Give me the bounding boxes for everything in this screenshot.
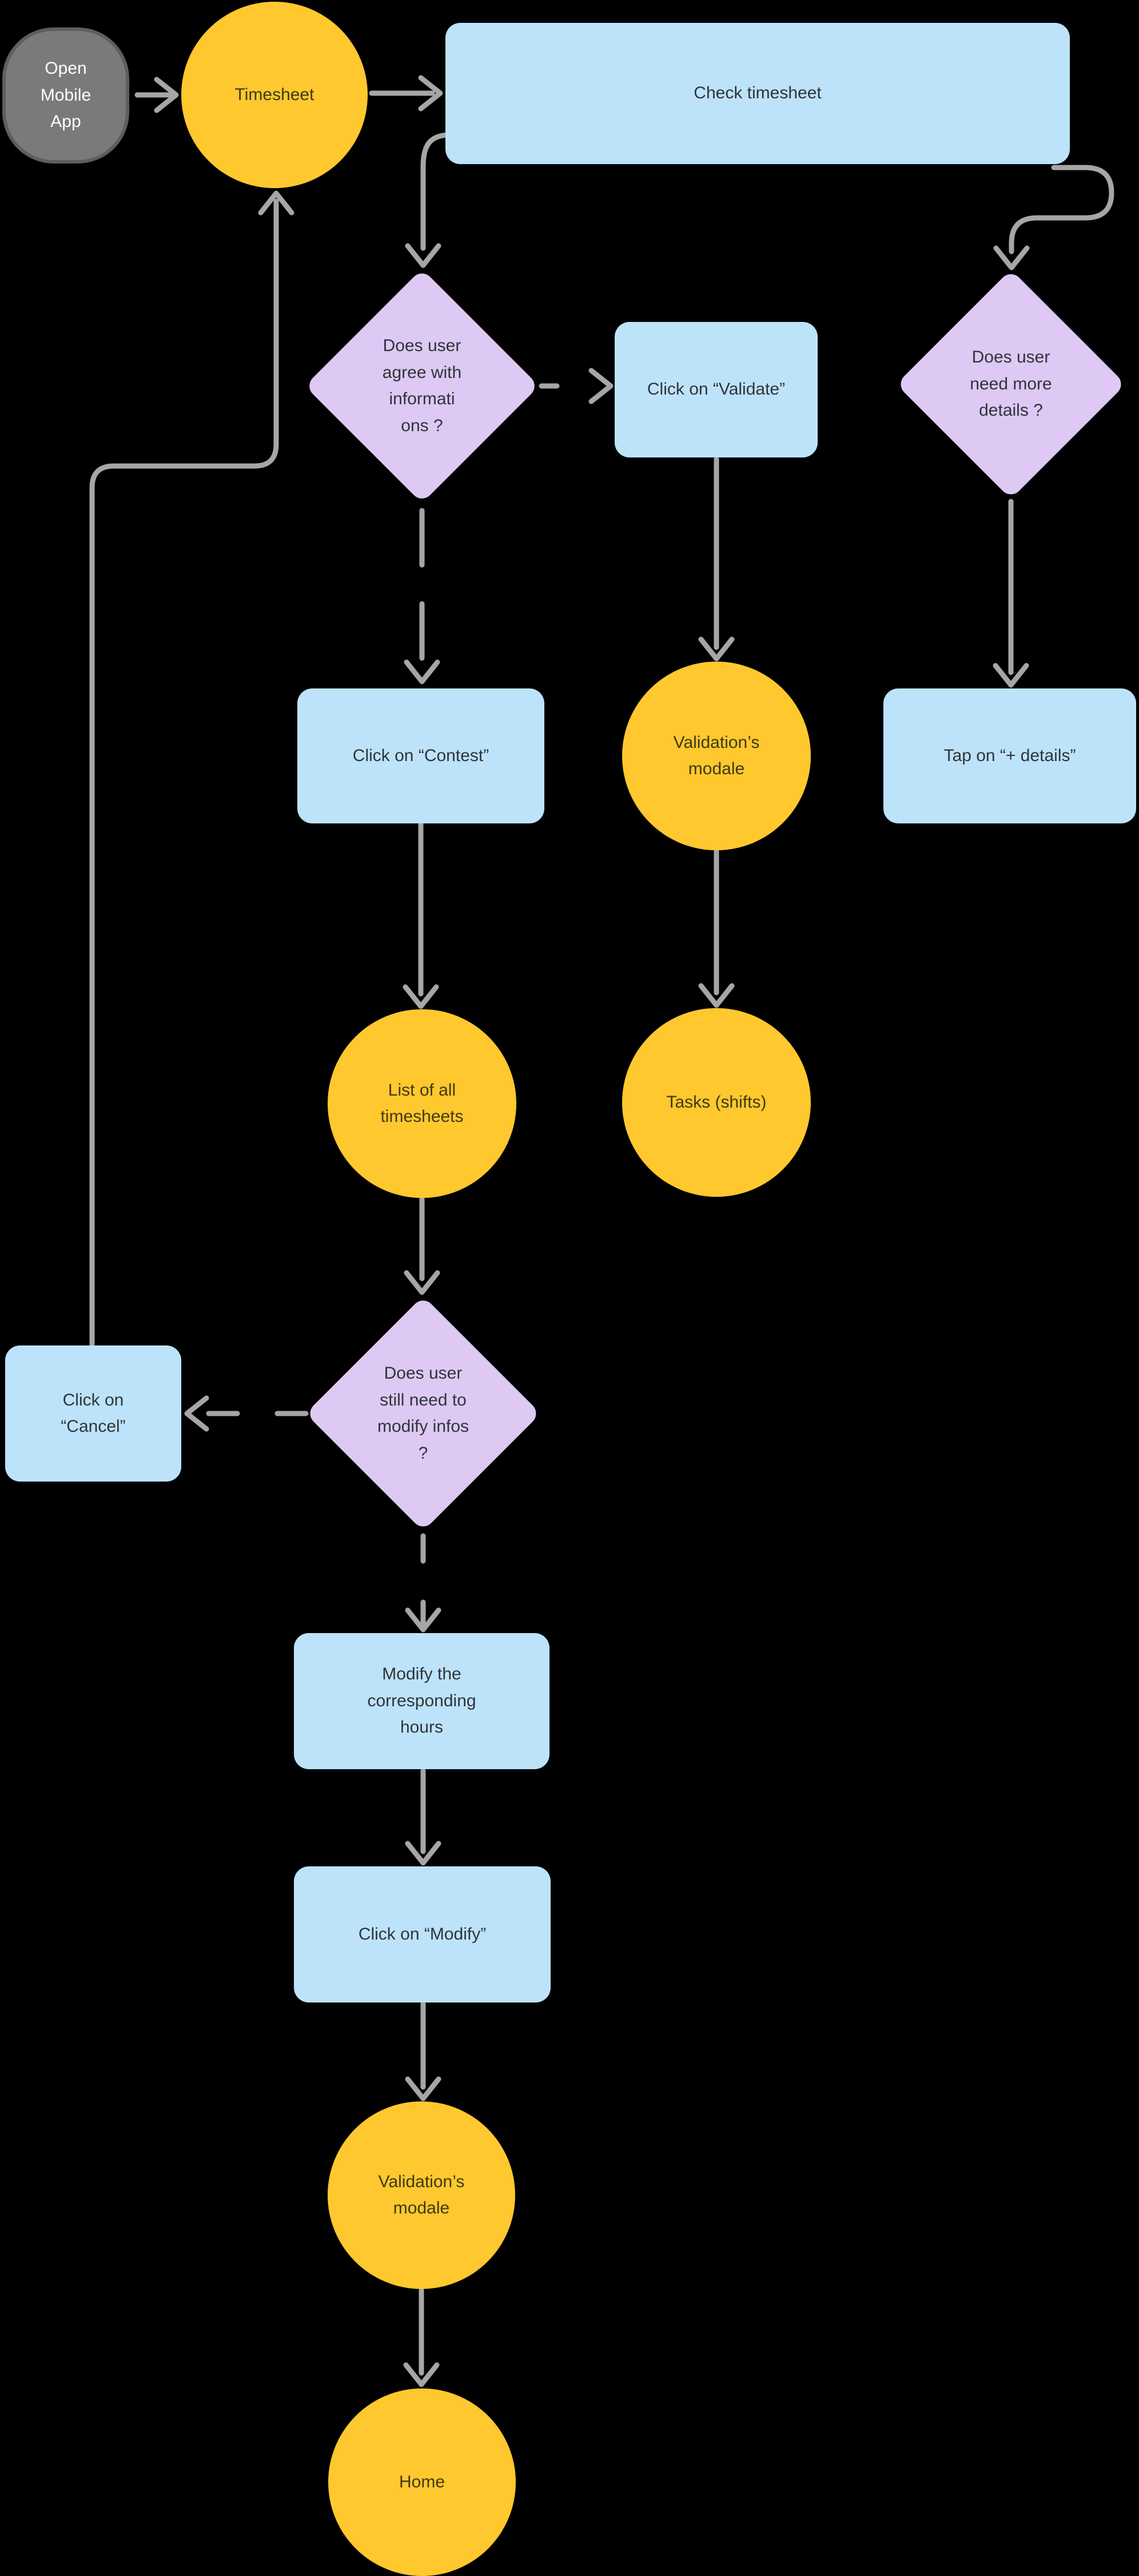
- node-validation-modale-1-label: Validation’s modale: [673, 732, 760, 779]
- node-click-contest[interactable]: Click on “Contest”: [297, 688, 544, 823]
- arrowhead-down-icon: [405, 243, 441, 268]
- node-home[interactable]: Home: [328, 2388, 516, 2576]
- connector-check-to-agree[interactable]: [405, 132, 450, 268]
- arrowhead-down-icon: [698, 636, 735, 662]
- arrowhead-down-icon: [404, 659, 440, 684]
- arrowhead-down-icon: [403, 2362, 440, 2387]
- connector-cancel-return-to-timesheet[interactable]: [89, 190, 294, 1347]
- node-validation-modale-2[interactable]: Validation’s modale: [328, 2101, 515, 2289]
- node-tasks-shifts[interactable]: Tasks (shifts): [622, 1008, 811, 1197]
- node-check-timesheet[interactable]: Check timesheet: [445, 23, 1070, 164]
- arrowhead-left-icon: [184, 1395, 209, 1432]
- node-open-mobile-app[interactable]: Open Mobile App: [2, 27, 129, 164]
- connector-still-modify-to-cancel[interactable]: [184, 1395, 309, 1432]
- connector-timesheet-to-check[interactable]: [369, 75, 443, 112]
- connector-need-details-to-tap[interactable]: [993, 499, 1029, 688]
- connector-agree-to-contest[interactable]: [404, 508, 440, 684]
- connector-modale2-to-home[interactable]: [403, 2287, 440, 2387]
- arrowhead-down-icon: [403, 984, 439, 1009]
- node-tap-plus-details-label: Tap on “+ details”: [943, 746, 1076, 765]
- connector-check-to-need-details[interactable]: [993, 165, 1114, 270]
- node-home-label: Home: [399, 2472, 445, 2491]
- arrowhead-down-icon: [993, 663, 1029, 688]
- node-decision-agree-label: Does user agree with informati ons ?: [382, 336, 462, 435]
- node-list-of-all-timesheets[interactable]: List of all timesheets: [328, 1009, 516, 1198]
- node-decision-still-modify-infos-label: Does user still need to modify infos ?: [377, 1364, 469, 1463]
- node-click-contest-label: Click on “Contest”: [352, 746, 489, 765]
- arrowhead-up-icon: [258, 190, 294, 216]
- node-click-cancel[interactable]: Click on “Cancel”: [5, 1345, 181, 1482]
- node-decision-agree-with-informations[interactable]: Does user agree with informati ons ?: [304, 268, 540, 504]
- arrowhead-down-icon: [405, 1607, 441, 1633]
- arrowhead-down-icon: [404, 1270, 440, 1295]
- node-check-timesheet-label: Check timesheet: [694, 83, 822, 103]
- node-timesheet-label: Timesheet: [234, 85, 314, 104]
- arrowhead-down-icon: [993, 245, 1030, 270]
- node-list-of-all-timesheets-label: List of all timesheets: [380, 1080, 464, 1126]
- node-modify-corresponding-hours-label: Modify the corresponding hours: [367, 1665, 476, 1737]
- node-open-mobile-app-label: Open Mobile App: [40, 59, 91, 132]
- node-tap-plus-details[interactable]: Tap on “+ details”: [883, 688, 1136, 823]
- arrowhead-down-icon: [405, 1841, 441, 1866]
- node-tasks-shifts-label: Tasks (shifts): [666, 1092, 767, 1112]
- connector-contest-to-list[interactable]: [403, 822, 439, 1009]
- arrowhead-down-icon: [698, 983, 735, 1008]
- connector-modale1-to-tasks[interactable]: [698, 849, 735, 1008]
- arrowhead-down-icon: [405, 2076, 441, 2101]
- connector-hours-to-modify[interactable]: [405, 1768, 441, 1866]
- connector-open-app-to-timesheet[interactable]: [134, 77, 179, 113]
- node-validation-modale-1[interactable]: Validation’s modale: [622, 662, 811, 850]
- connector-agree-to-validate[interactable]: [539, 368, 614, 404]
- arrowhead-right-icon: [418, 75, 443, 112]
- arrowhead-right-icon: [154, 77, 179, 113]
- node-click-modify[interactable]: Click on “Modify”: [294, 1866, 551, 2002]
- node-click-validate[interactable]: Click on “Validate”: [615, 322, 818, 457]
- connector-still-modify-to-hours[interactable]: [405, 1533, 441, 1633]
- node-click-cancel-label: Click on “Cancel”: [61, 1390, 126, 1436]
- node-timesheet[interactable]: Timesheet: [181, 2, 368, 188]
- node-decision-need-more-details-label: Does user need more details ?: [970, 348, 1052, 420]
- node-modify-corresponding-hours[interactable]: Modify the corresponding hours: [294, 1633, 549, 1769]
- node-decision-need-more-details[interactable]: Does user need more details ?: [896, 269, 1126, 500]
- node-validation-modale-2-label: Validation’s modale: [378, 2172, 465, 2218]
- connector-list-to-still-modify[interactable]: [404, 1196, 440, 1295]
- connector-modify-to-modale2[interactable]: [405, 2001, 441, 2101]
- node-click-validate-label: Click on “Validate”: [647, 380, 786, 399]
- node-decision-still-modify-infos[interactable]: Does user still need to modify infos ?: [305, 1295, 541, 1532]
- arrowhead-right-icon: [588, 368, 614, 404]
- connector-validate-to-modale1[interactable]: [698, 456, 735, 662]
- node-click-modify-label: Click on “Modify”: [358, 1924, 487, 1944]
